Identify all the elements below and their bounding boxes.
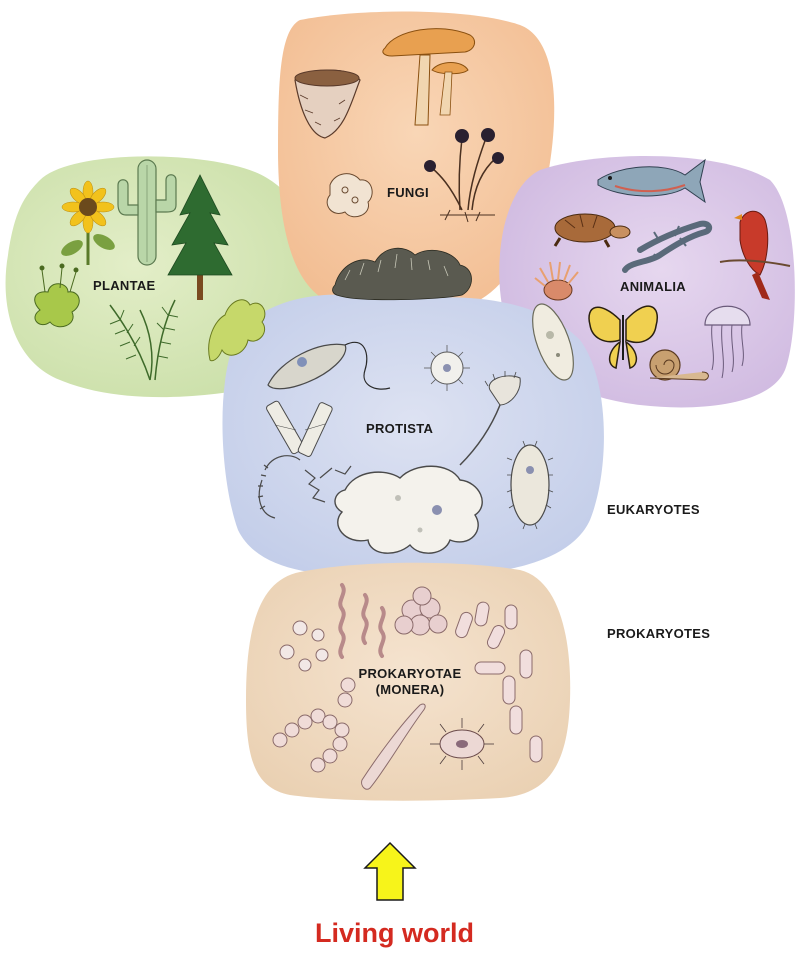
prokaryotae-label: PROKARYOTAE xyxy=(359,666,462,681)
lichen-icon xyxy=(327,174,372,217)
plantae-label: PLANTAE xyxy=(93,278,156,293)
protista-label: PROTISTA xyxy=(366,421,433,436)
animalia-label: ANIMALIA xyxy=(620,279,686,294)
fungi-label: FUNGI xyxy=(387,185,429,200)
up-arrow-icon xyxy=(365,843,415,900)
amoeba-icon xyxy=(335,466,482,553)
monera-label: (MONERA) xyxy=(376,682,445,697)
eukaryotes-label: EUKARYOTES xyxy=(607,502,700,517)
prokaryotes-label: PROKARYOTES xyxy=(607,626,710,641)
living-world-title: Living world xyxy=(315,918,474,949)
